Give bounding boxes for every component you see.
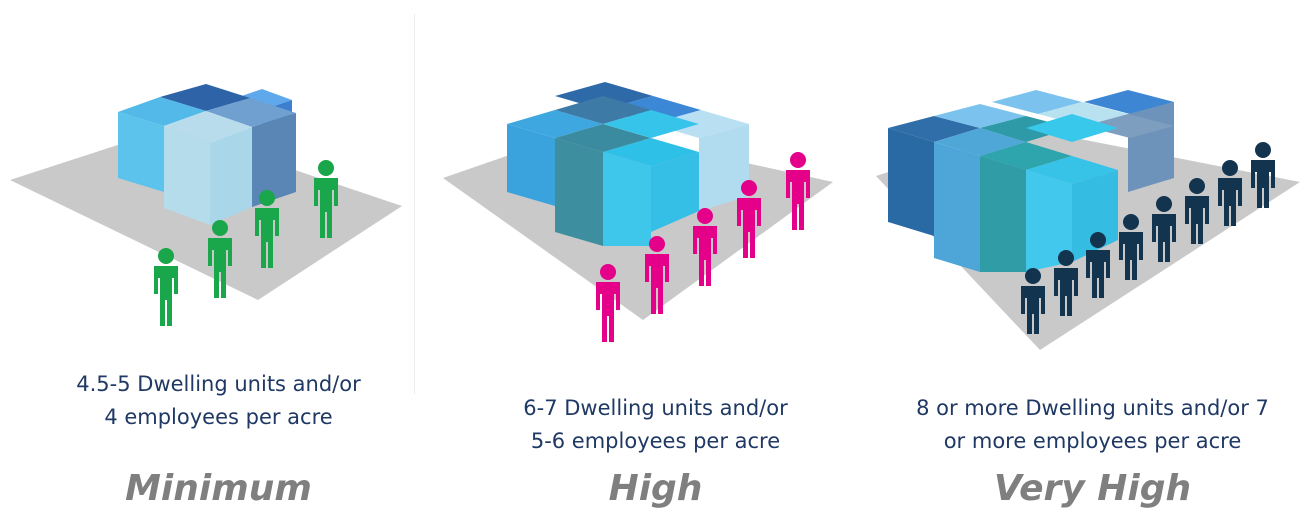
building-block — [992, 90, 1082, 114]
panel-very-high: 8 or more Dwelling units and/or 7 or mor… — [874, 0, 1311, 514]
person-icon — [1054, 250, 1078, 316]
person-icon — [154, 248, 178, 326]
description-line: or more employees per acre — [943, 429, 1242, 453]
tier-label: Very High — [993, 468, 1192, 509]
building-block — [1026, 114, 1118, 272]
description-line: 4 employees per acre — [104, 405, 333, 429]
person-icon — [1086, 232, 1110, 298]
person-icon — [314, 160, 338, 238]
building-block — [980, 116, 1072, 272]
tier-label: High — [608, 468, 703, 509]
description-line: 4.5-5 Dwelling units and/or — [76, 372, 361, 396]
person-icon — [693, 208, 717, 286]
person-icon — [596, 264, 620, 342]
person-icon — [1021, 268, 1045, 334]
building-block — [160, 84, 250, 111]
person-icon — [1251, 142, 1275, 208]
description-line: 8 or more Dwelling units and/or 7 — [916, 396, 1269, 420]
density-illustration-high — [443, 82, 833, 342]
building-block — [118, 97, 206, 192]
person-icon — [1119, 214, 1143, 280]
description-line: 6-7 Dwelling units and/or — [523, 396, 788, 420]
person-icon — [786, 152, 810, 230]
person-icon — [1185, 178, 1209, 244]
building-block — [651, 110, 749, 211]
person-icon — [645, 236, 669, 314]
people-group — [154, 160, 338, 326]
person-icon — [1218, 160, 1242, 226]
tier-label: Minimum — [125, 468, 312, 509]
building-block — [1038, 102, 1128, 126]
density-description: 8 or more Dwelling units and/or 7 or mor… — [874, 392, 1311, 458]
density-description: 4.5-5 Dwelling units and/or 4 employees … — [0, 368, 437, 434]
person-icon — [1152, 196, 1176, 262]
person-icon — [208, 220, 232, 298]
building-block — [164, 111, 252, 225]
density-illustration-minimum — [10, 84, 402, 326]
building-block — [888, 116, 980, 236]
panel-high: 6-7 Dwelling units and/or 5-6 employees … — [437, 0, 874, 514]
person-icon — [255, 190, 279, 268]
divider — [414, 14, 415, 394]
density-description: 6-7 Dwelling units and/or 5-6 employees … — [437, 392, 874, 458]
person-icon — [737, 180, 761, 258]
density-illustration-very-high — [876, 90, 1300, 350]
building-block — [1084, 102, 1174, 192]
people-group — [596, 152, 810, 342]
people-group — [1021, 142, 1275, 334]
panel-minimum: 4.5-5 Dwelling units and/or 4 employees … — [0, 0, 437, 514]
description-line: 5-6 employees per acre — [530, 429, 781, 453]
building-block — [206, 98, 296, 207]
building-block — [603, 110, 699, 246]
